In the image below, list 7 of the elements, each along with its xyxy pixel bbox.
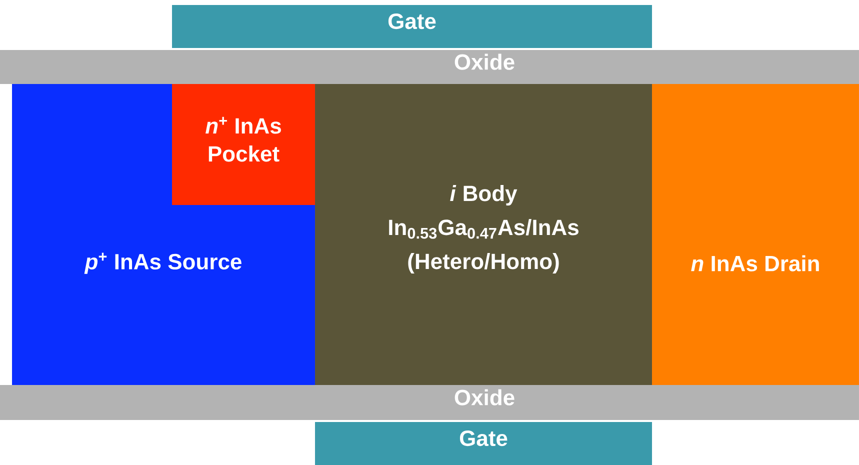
drain-region: n InAs Drain	[652, 84, 859, 385]
oxide-layer: Oxide	[0, 50, 859, 84]
gate-electrode: Gate	[172, 5, 652, 48]
pocket-region: n$^{+}$ InAs Pocket	[172, 84, 315, 205]
gate-electrode: Gate	[315, 422, 652, 465]
oxide-layer: Oxide	[0, 384, 859, 420]
body-region: i Body In$_{0.53}$Ga$_{0.47}$As/InAs (Hetero/Homo)	[315, 84, 652, 385]
